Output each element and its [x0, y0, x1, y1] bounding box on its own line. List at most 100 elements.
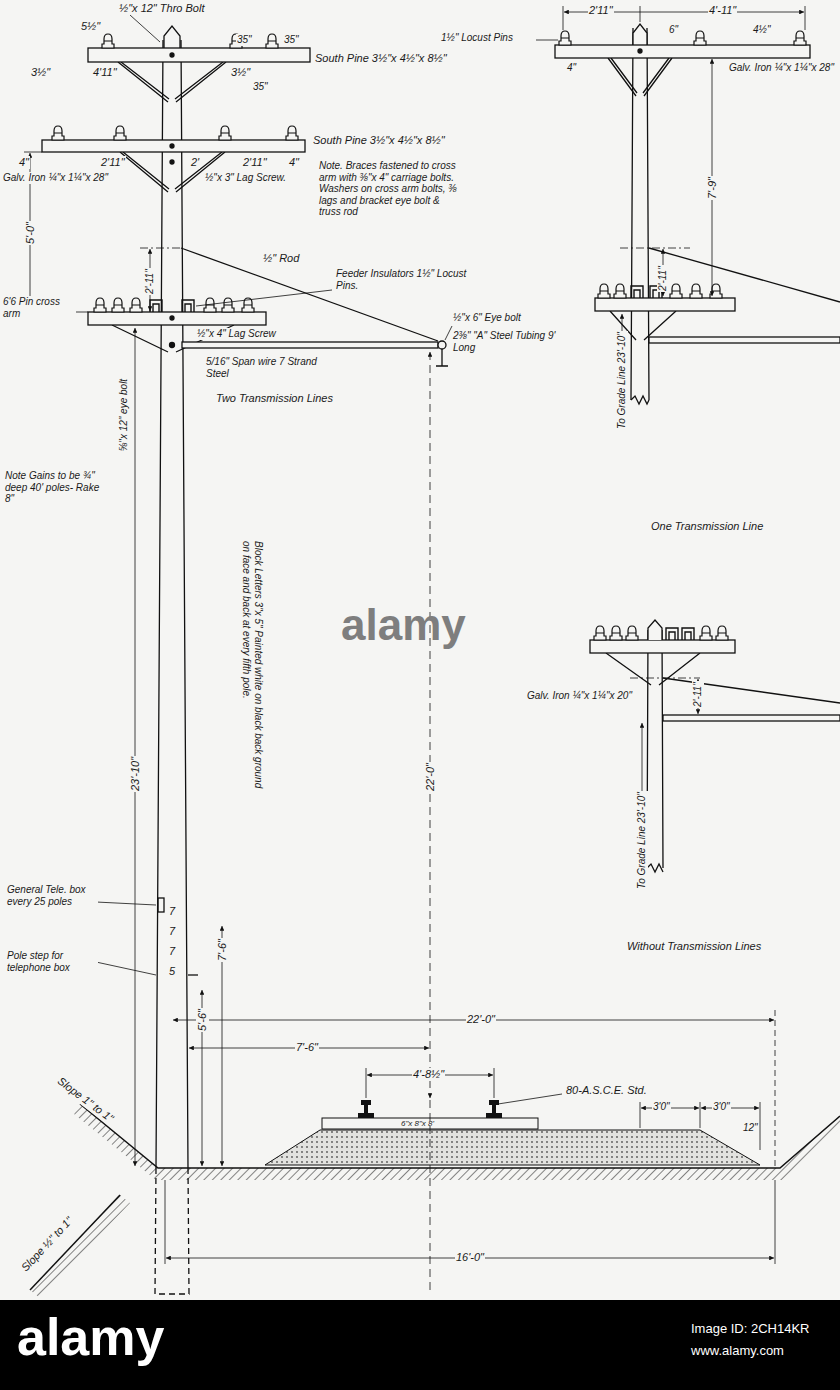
right-pole: [595, 298, 735, 311]
leader-line: [498, 1094, 562, 1104]
brace-label: Galv. Iron ¼"x 1¼"x 20": [526, 690, 633, 702]
insulator-row: [631, 286, 643, 298]
crossarm-label: 6'6 Pin cross arm: [2, 296, 76, 319]
insulator-row: [219, 126, 231, 140]
right-pole: [590, 640, 735, 653]
right-pole: [555, 24, 840, 404]
ground-profile: [80, 1104, 840, 1168]
track-section: [358, 1100, 374, 1118]
dimension-label: 4'-11": [708, 4, 737, 17]
cross-arm: [118, 62, 226, 102]
span-wire-label: 5/16" Span wire 7 Strand Steel: [205, 356, 319, 379]
cross-arm: [88, 312, 266, 325]
rail-label: 80-A.S.C.E. Std.: [565, 1084, 648, 1097]
dimension-line: [430, 352, 431, 1098]
insulator-row: [694, 31, 706, 45]
dimension-label: 3½": [230, 66, 251, 79]
dimension-label: 2': [190, 156, 200, 169]
insulator-row: [266, 34, 278, 48]
right-pole: [555, 45, 810, 58]
insulator-row: [130, 298, 142, 312]
insulator-row: [102, 34, 114, 48]
cross-arm: [170, 53, 174, 57]
leader-line: [196, 290, 332, 306]
dimension-label: 7'-6": [216, 938, 229, 962]
right-pole: [649, 248, 840, 302]
dimension-label: 4'11": [92, 66, 118, 79]
insulator-row: [682, 628, 694, 640]
note-text: Pole step for telephone box: [6, 950, 98, 973]
rod-label: ½" Rod: [262, 252, 300, 265]
cross-arm: [170, 144, 174, 148]
dimension-line: [135, 328, 136, 1166]
screw-label: ½"x 4" Lag Screw: [196, 328, 277, 340]
dimension-label: 12": [742, 1122, 759, 1134]
trolley-bracket: [170, 343, 175, 348]
insulator-row: [670, 284, 682, 298]
note-text: Block Letters 3"x 5" Painted white on bl…: [241, 540, 264, 797]
leader-line: [96, 902, 156, 905]
watermark: alamy: [16, 1308, 165, 1368]
dimension-label: 3'0": [712, 1101, 731, 1113]
dimension-line: [366, 1068, 494, 1098]
insulator-row: [594, 626, 606, 640]
dimension-line: [775, 1010, 776, 1166]
dimension-label: 35": [283, 34, 300, 46]
dimension-line: [222, 926, 223, 1166]
insulator-row: [700, 626, 712, 640]
track-section: [265, 1100, 760, 1165]
insulator-row: [594, 626, 728, 640]
pole-number: 7: [168, 945, 176, 958]
insulator-row: [626, 626, 638, 640]
right-pole: [647, 630, 663, 868]
insulator-row: [614, 284, 626, 298]
dimension-label: 2'11": [588, 4, 614, 17]
left-pole: [156, 40, 188, 1168]
track-section: [486, 1100, 502, 1118]
crossarm-label: South Pine 3½"x 4½"x 8½": [312, 134, 446, 147]
cross-arm: [170, 316, 174, 320]
insulator-label: Feeder Insulators 1½" Locust Pins.: [335, 268, 487, 291]
note-text: General Tele. box every 25 poles: [6, 884, 98, 907]
dimension-label: 6": [668, 24, 679, 36]
pole-number: 5: [168, 965, 176, 978]
track-section: [322, 1118, 538, 1129]
insulator-row: [222, 298, 234, 312]
insulator-label: 1½" Locust Pins: [440, 32, 514, 44]
dimension-line: [620, 248, 690, 249]
dimension-label: To Grade Line 23'-10": [636, 791, 648, 890]
dimension-label: 5'-0": [24, 221, 37, 245]
right-pole: [648, 620, 662, 640]
screw-label: ½"x 3" Lag Screw.: [204, 172, 287, 184]
tubing-label: 2⅜" "A" Steel Tubing 9' Long: [452, 330, 576, 353]
dimension-line: [165, 1180, 775, 1264]
leader-line: [96, 962, 156, 975]
dimension-label: 5'-6": [196, 1008, 209, 1032]
ground-profile: [30, 1104, 840, 1298]
ground-profile: [74, 1104, 840, 1180]
dimension-label: 2'11": [100, 156, 126, 169]
dimension-line: [24, 6, 805, 1290]
insulator-row: [610, 626, 622, 640]
trolley-bracket: [182, 342, 438, 348]
trolley-bracket: [181, 248, 438, 341]
bolt-label: ½"x 12" Thro Bolt: [118, 2, 205, 15]
right-pole: [590, 620, 840, 872]
trolley-bracket: [438, 341, 446, 349]
eye-bolt-label: ½"x 6" Eye bolt: [452, 312, 522, 324]
dimension-label: To Grade Line 23'-10": [616, 331, 628, 430]
leader-line: [130, 15, 160, 42]
right-pole: [663, 678, 840, 703]
dimension-label: 7'-6": [295, 1041, 319, 1054]
insulator-row: [690, 284, 702, 298]
left-pole: [155, 1168, 189, 1294]
dimension-line: [140, 248, 181, 249]
left-pole: [155, 26, 198, 1294]
left-pole: [188, 974, 198, 975]
dimension-label: 35": [236, 34, 253, 46]
track-section: [265, 1130, 760, 1165]
right-pole: [663, 715, 840, 721]
view-title: One Transmission Line: [650, 520, 764, 533]
dimension-label: 7'-9": [706, 176, 719, 200]
